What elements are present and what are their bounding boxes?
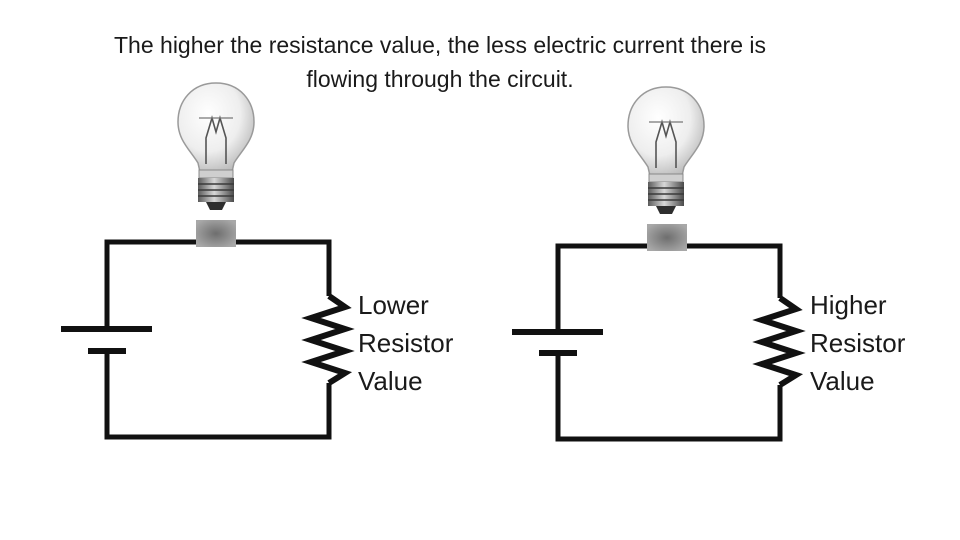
right-resistor-label: Higher Resistor Value	[810, 286, 905, 400]
left-label-line-1: Lower	[358, 290, 429, 320]
right-light-bulb-icon	[627, 86, 705, 214]
right-wires	[555, 243, 783, 442]
left-light-bulb-icon	[177, 82, 255, 210]
right-label-line-2: Resistor	[810, 328, 906, 358]
caption-line-2: flowing through the circuit.	[306, 66, 574, 92]
right-resistor-icon	[752, 295, 806, 388]
left-resistor-icon	[301, 293, 355, 386]
left-label-line-2: Resistor	[358, 328, 454, 358]
right-label-line-1: Higher	[810, 290, 887, 320]
left-resistor-label: Lower Resistor Value	[358, 286, 453, 400]
left-circuit	[61, 82, 355, 440]
right-bulb-socket	[647, 224, 687, 251]
left-wires	[104, 239, 332, 440]
right-circuit	[512, 86, 806, 442]
right-label-line-3: Value	[810, 366, 875, 396]
left-label-line-3: Value	[358, 366, 423, 396]
right-battery-icon	[512, 329, 603, 356]
caption-line-1: The higher the resistance value, the les…	[114, 32, 766, 58]
left-bulb-socket	[196, 220, 236, 247]
diagram-caption: The higher the resistance value, the les…	[40, 28, 840, 96]
left-battery-icon	[61, 326, 152, 354]
